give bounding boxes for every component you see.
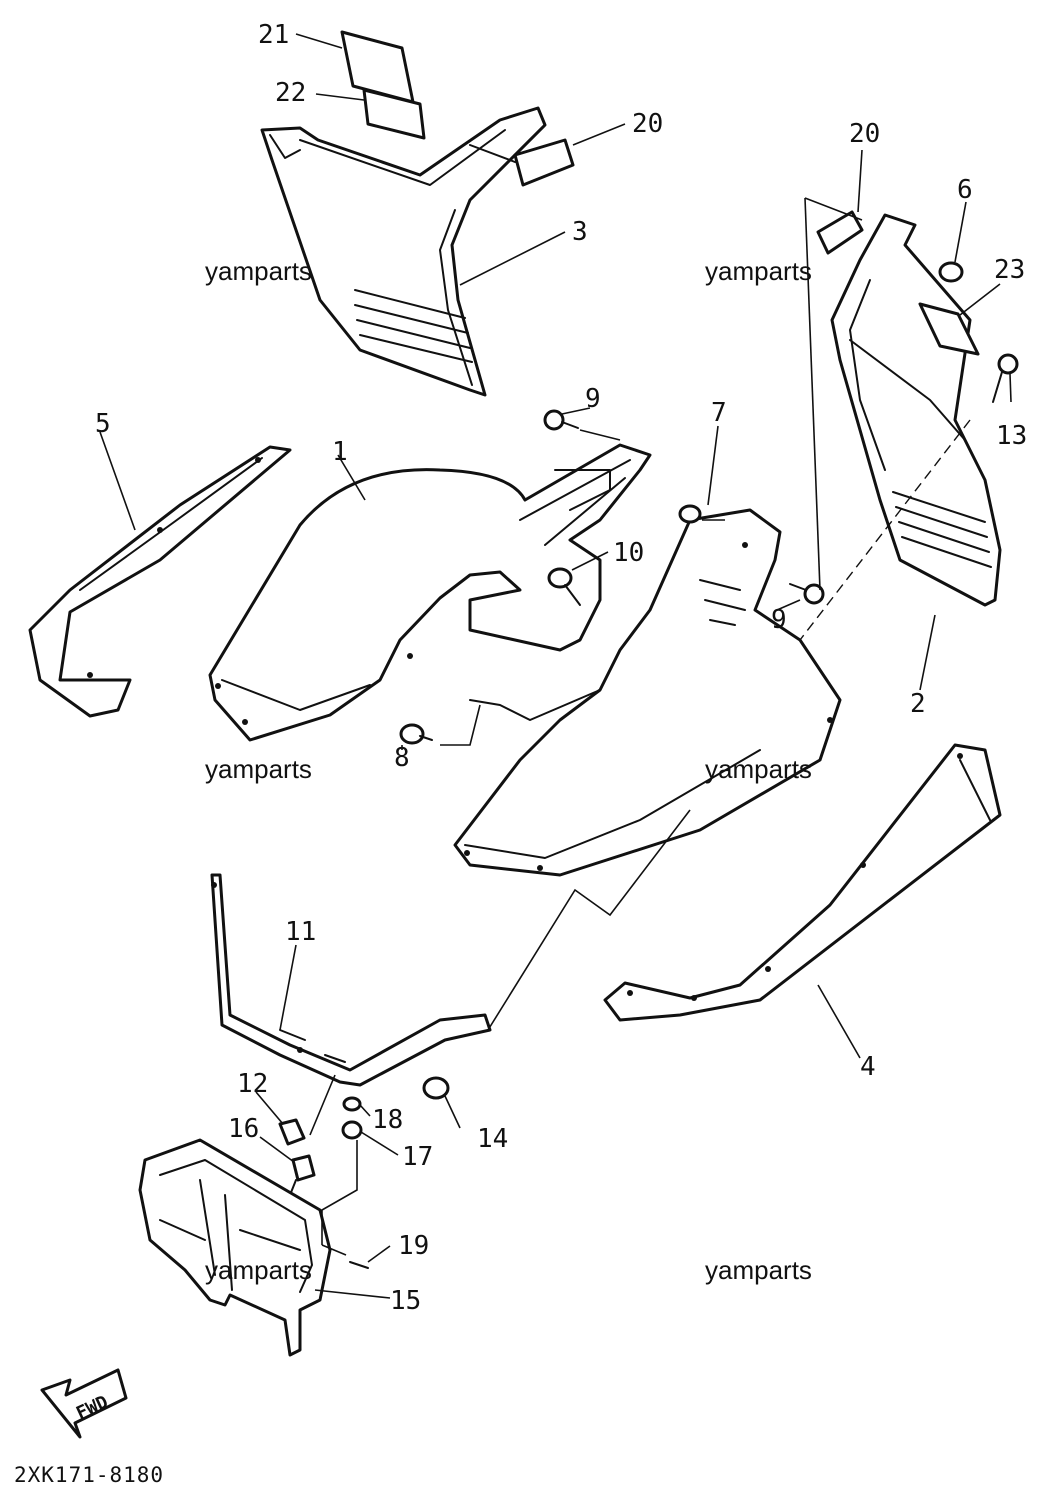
callout-17: 17 <box>402 1142 433 1172</box>
grommet-6 <box>938 261 964 283</box>
screw-9-top <box>543 409 579 431</box>
callout-20-right: 20 <box>849 119 880 149</box>
washer-18 <box>342 1096 362 1112</box>
callout-13: 13 <box>996 421 1027 451</box>
callout-23: 23 <box>994 255 1025 285</box>
watermark: yamparts <box>705 256 812 286</box>
diagram-code: 2XK171-8180 <box>14 1463 164 1487</box>
clip-10 <box>547 567 581 606</box>
callout-9-top: 9 <box>585 384 601 414</box>
callout-4: 4 <box>860 1052 876 1082</box>
watermark: yamparts <box>205 1255 312 1285</box>
bolt-12 <box>278 1118 306 1146</box>
callout-19: 19 <box>398 1231 429 1261</box>
nut-7 <box>678 504 702 524</box>
callout-20-left: 20 <box>632 109 663 139</box>
callout-10: 10 <box>613 538 644 568</box>
stay-11 <box>210 873 492 1087</box>
callout-3: 3 <box>572 217 588 247</box>
callout-14: 14 <box>477 1124 508 1154</box>
watermark: yamparts <box>205 256 312 286</box>
pad-20-left <box>469 138 575 187</box>
callout-16: 16 <box>228 1114 259 1144</box>
callout-2: 2 <box>910 689 926 719</box>
callout-18: 18 <box>372 1105 403 1135</box>
screw-9-right <box>789 583 825 605</box>
callout-15: 15 <box>390 1286 421 1316</box>
nut-17 <box>341 1120 363 1140</box>
decal-21 <box>340 30 415 104</box>
side-cover-right <box>830 213 1002 607</box>
nut-14 <box>422 1076 450 1100</box>
callout-12: 12 <box>237 1069 268 1099</box>
callout-1: 1 <box>332 437 348 467</box>
decal-22 <box>362 88 426 140</box>
callout-11: 11 <box>285 917 316 947</box>
callout-8: 8 <box>394 743 410 773</box>
callout-21: 21 <box>258 20 289 50</box>
watermark: yamparts <box>705 754 812 784</box>
callout-9-right: 9 <box>771 605 787 635</box>
front-fender <box>208 443 652 742</box>
forward-arrow-icon: FWD <box>40 1368 128 1439</box>
watermark: yamparts <box>705 1255 812 1285</box>
routing-lines <box>309 197 971 1256</box>
callout-22: 22 <box>275 78 306 108</box>
callout-5: 5 <box>95 409 111 439</box>
side-cover-left <box>260 106 547 397</box>
leader-lines <box>99 33 1012 1299</box>
pad-20-right <box>816 210 864 255</box>
grommet-8 <box>399 723 433 745</box>
mudflap-left <box>28 445 292 718</box>
callout-6: 6 <box>957 175 973 205</box>
fender-rear-section <box>453 508 842 877</box>
callout-numbers: 21 22 20 3 20 6 23 13 9 5 1 7 10 9 2 8 1… <box>95 20 1027 1316</box>
bolt-16 <box>289 1154 316 1196</box>
decal-23 <box>918 302 980 356</box>
watermarks: yamparts yamparts yamparts yamparts yamp… <box>205 256 812 1285</box>
pin-19 <box>349 1261 369 1269</box>
screw-13 <box>992 353 1019 403</box>
callout-7: 7 <box>711 398 727 428</box>
bumper-15 <box>138 1138 332 1357</box>
watermark: yamparts <box>205 754 312 784</box>
mudflap-right <box>603 743 1002 1022</box>
